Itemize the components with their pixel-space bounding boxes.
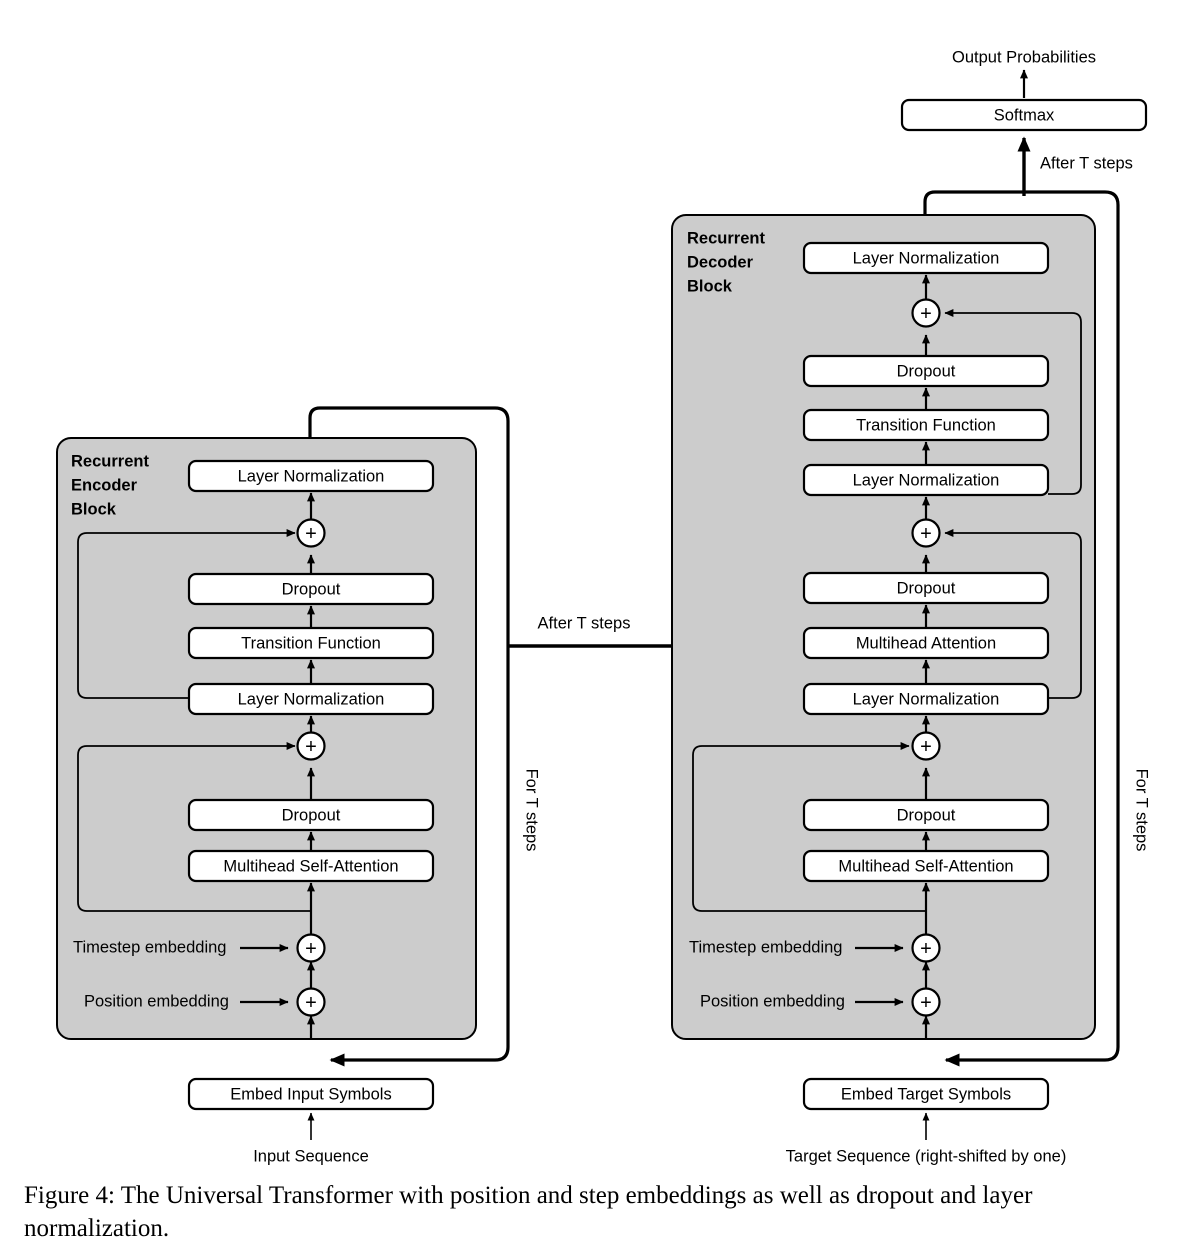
decoder-title-line2: Decoder xyxy=(687,253,754,271)
encoder-loop-label: For T steps xyxy=(523,769,541,852)
decoder-plus-glyph-transition: + xyxy=(920,303,932,325)
decoder-residual-add-self-attention xyxy=(911,731,941,761)
decoder-self-attention-residual xyxy=(692,742,925,912)
encoder-title-line1: Recurrent xyxy=(71,452,149,470)
decoder-layer-norm-lower-mid-label: Layer Normalization xyxy=(853,690,1000,708)
decoder-timestep-add xyxy=(911,933,941,963)
decoder-residual-add-transition xyxy=(911,298,941,328)
decoder-layer-norm-top-label: Layer Normalization xyxy=(853,249,1000,267)
encoder-timestep-add xyxy=(296,933,326,963)
universal-transformer-diagram: Output Probabilities Softmax After T ste… xyxy=(56,48,1151,1165)
decoder-transition-function-label: Transition Function xyxy=(856,416,996,434)
encoder-residual-add-attention xyxy=(296,731,326,761)
encoder-embed-input-symbols-box[interactable] xyxy=(187,1077,435,1111)
encoder-plus-glyph-attention: + xyxy=(305,736,317,758)
decoder-layer-norm-top-box[interactable] xyxy=(802,241,1050,275)
decoder-plus-glyph-self-attention: + xyxy=(920,736,932,758)
decoder-residual-add-cross-attention xyxy=(911,518,941,548)
decoder-dropout-top-label: Dropout xyxy=(897,362,956,380)
decoder-plus-glyph-cross-attention: + xyxy=(920,523,932,545)
encoder-dropout-top-label: Dropout xyxy=(282,580,341,598)
encoder-layer-norm-mid-label: Layer Normalization xyxy=(238,690,385,708)
encoder-input-sequence-label: Input Sequence xyxy=(253,1147,369,1165)
decoder-recurrence-loop xyxy=(923,190,1120,1067)
output-probabilities-label: Output Probabilities xyxy=(952,48,1096,66)
decoder-position-add xyxy=(911,987,941,1017)
decoder-multihead-self-attention-label: Multihead Self-Attention xyxy=(838,857,1013,875)
encoder-embed-input-symbols-label: Embed Input Symbols xyxy=(230,1085,391,1103)
decoder-dropout-bottom-label: Dropout xyxy=(897,806,956,824)
encoder-position-embedding-label: Position embedding xyxy=(84,992,229,1010)
bridge-after-t-steps-label: After T steps xyxy=(538,614,631,632)
encoder-timestep-embedding-label: Timestep embedding xyxy=(73,938,226,956)
encoder-layer-norm-top-label: Layer Normalization xyxy=(238,467,385,485)
encoder-plus-glyph-timestep: + xyxy=(305,938,317,960)
decoder-position-embedding-label: Position embedding xyxy=(700,992,845,1010)
decoder-transition-residual xyxy=(944,309,1082,495)
encoder-multihead-self-attention-label: Multihead Self-Attention xyxy=(223,857,398,875)
softmax-box[interactable] xyxy=(900,98,1148,132)
decoder-plus-glyph-timestep: + xyxy=(920,938,932,960)
decoder-embed-target-symbols-label: Embed Target Symbols xyxy=(841,1085,1011,1103)
encoder-attention-residual xyxy=(77,742,310,912)
decoder-title-line1: Recurrent xyxy=(687,229,765,247)
encoder-dropout-bottom-label: Dropout xyxy=(282,806,341,824)
decoder-loop-label: For T steps xyxy=(1133,769,1151,852)
encoder-transition-residual xyxy=(77,529,296,699)
decoder-timestep-embedding-label: Timestep embedding xyxy=(689,938,842,956)
softmax-label: Softmax xyxy=(994,106,1055,124)
decoder-layer-norm-upper-mid-label: Layer Normalization xyxy=(853,471,1000,489)
decoder-cross-attention-residual xyxy=(944,529,1082,699)
encoder-position-add xyxy=(296,987,326,1017)
figure-caption: Figure 4: The Universal Transformer with… xyxy=(24,1182,1033,1242)
encoder-plus-glyph-position: + xyxy=(305,992,317,1014)
decoder-dropout-mid-label: Dropout xyxy=(897,579,956,597)
decoder-plus-glyph-position: + xyxy=(920,992,932,1014)
encoder-plus-glyph-transition: + xyxy=(305,523,317,545)
decoder-embed-target-symbols-box[interactable] xyxy=(802,1077,1050,1111)
encoder-layer-norm-top-box[interactable] xyxy=(187,459,435,493)
encoder-transition-function-label: Transition Function xyxy=(241,634,381,652)
encoder-title-line3: Block xyxy=(71,500,117,518)
after-t-steps-top-label: After T steps xyxy=(1040,154,1133,172)
encoder-title-line2: Encoder xyxy=(71,476,138,494)
decoder-target-sequence-label: Target Sequence (right-shifted by one) xyxy=(786,1147,1067,1165)
decoder-title-line3: Block xyxy=(687,277,733,295)
encoder-residual-add-transition xyxy=(296,518,326,548)
encoder-recurrence-loop xyxy=(308,406,510,1067)
decoder-multihead-attention-label: Multihead Attention xyxy=(856,634,996,652)
